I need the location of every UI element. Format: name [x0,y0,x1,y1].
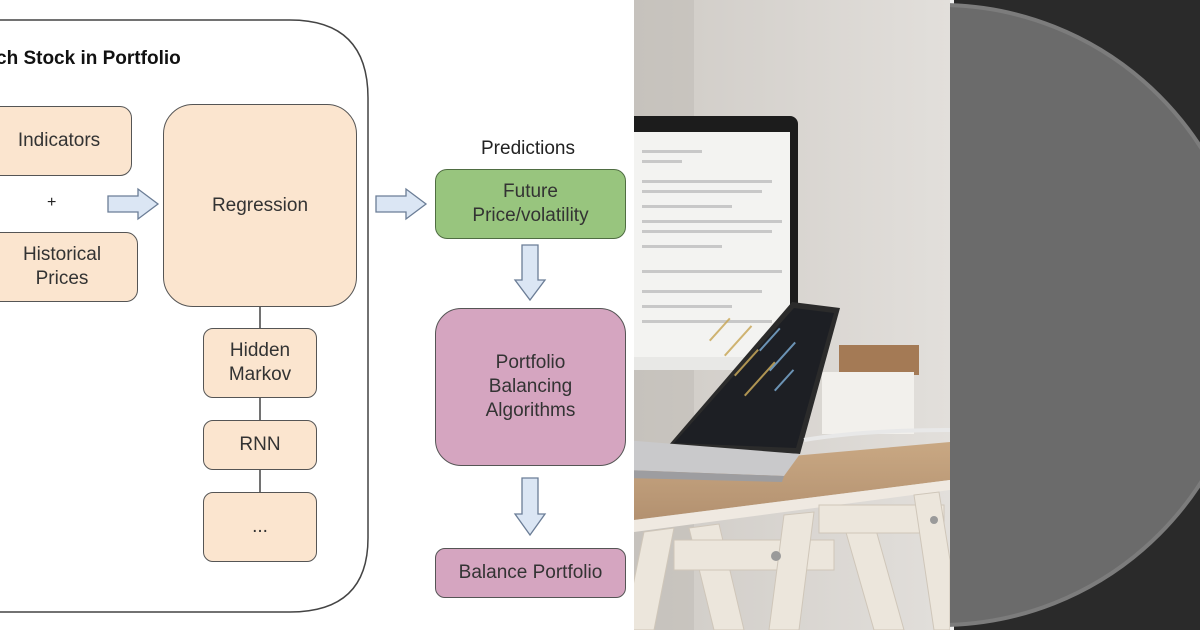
hidden-markov-box: Hidden Markov [203,328,317,398]
desk-illustration [634,0,950,630]
arrow-regression-to-predictions [375,187,428,221]
desk-top [634,442,950,520]
monitor [634,116,798,370]
indicators-box: Indicators [0,106,132,176]
portfolio-balancing-box: Portfolio Balancing Algorithms [435,308,626,466]
group-title: ch Stock in Portfolio [0,48,181,69]
desk-legs [634,491,950,630]
circle-graphic [950,3,1200,627]
arrow-future-to-balancing [513,244,547,302]
wooden-box [839,345,919,375]
diagram-connectors [0,19,547,613]
future-price-box: Future Price/volatility [435,169,626,239]
flow-diagram: ch Stock in Portfolio Indicators + Histo… [0,19,626,613]
balance-portfolio-box: Balance Portfolio [435,548,626,598]
laptop [634,302,840,482]
group-container [0,19,369,613]
decorative-panel [950,0,1200,630]
historical-prices-box: Historical Prices [0,232,138,302]
rnn-box: RNN [203,420,317,470]
desk-photo [634,0,950,630]
arrow-balancing-to-balance [513,477,547,537]
arrow-inputs-to-regression [107,187,160,221]
ellipsis-box: ... [203,492,317,562]
plus-sign: + [47,194,57,211]
regression-box: Regression [163,104,357,307]
storage-box [822,372,914,434]
predictions-label: Predictions [481,138,575,159]
